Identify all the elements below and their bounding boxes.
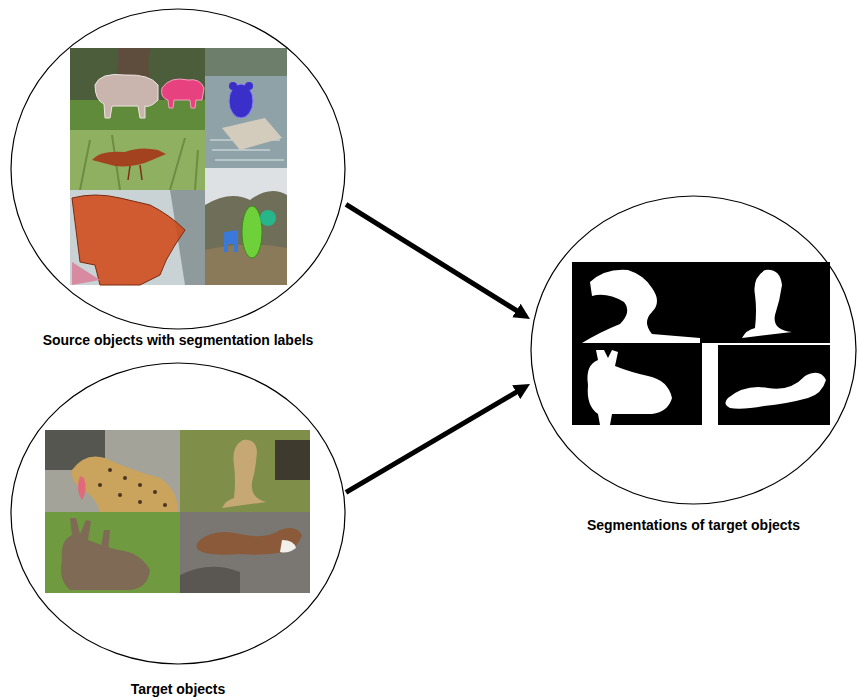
photo-ground [70,48,205,130]
grass [180,430,310,512]
source-photo [205,48,287,168]
mask-ground [702,262,830,343]
weasel-chest [280,540,296,553]
ellipse-border [11,363,345,664]
grass [45,512,180,593]
mask-shape [582,270,700,343]
bear-ear [245,82,253,90]
segmentation-mask [718,345,830,425]
leopard [72,457,178,513]
animal-mask [72,195,185,285]
water [205,48,287,168]
ellipse-node: Segmentations of target objects [530,195,857,534]
bear-ear [229,82,237,90]
source-photo [205,168,287,285]
rock [180,567,240,593]
shore [205,48,287,76]
target-photo [45,430,180,512]
person-mask [242,206,262,258]
waterfall [70,190,205,285]
mask-ground [718,345,830,425]
burrow [275,440,310,480]
rocks [180,512,310,593]
segmentation-mask [572,343,702,425]
ellipse-node: Target objects [10,362,346,698]
node-label: Source objects with segmentation labels [39,332,318,349]
tongue [78,476,86,500]
source-photo [70,48,205,130]
leopard-spots [98,468,167,507]
weasel [196,528,302,555]
arrow-connector [346,389,521,492]
sheep-mask [162,79,204,108]
target-photo [180,430,310,512]
squirrel [222,440,266,508]
object-mask [260,210,276,226]
chair-mask [224,230,238,252]
ellipse-node: Source objects with segmentation labels [10,8,346,349]
mask-shape [742,270,792,338]
ellipse-outline [530,195,857,505]
segmentation-mask [702,262,830,343]
ellipse-border [11,9,345,329]
photo-ground [45,430,180,512]
node-label: Target objects [127,681,230,698]
bird-legs [128,165,142,180]
target-photo [180,512,310,593]
grass-blades [80,135,198,190]
arrow-connector [346,204,522,313]
source-photo [70,130,205,190]
ellipse-border [531,196,856,504]
log [222,118,282,150]
target-photo [45,512,180,593]
segmentation-mask [572,262,702,343]
rabbit-ear [100,530,110,552]
sky [205,168,287,285]
rabbits [61,518,150,590]
ellipse-outline [10,8,346,330]
bison-mask [95,74,158,118]
region-mask [72,262,100,285]
hill [205,191,287,285]
grass [70,130,205,190]
node-label: Segmentations of target objects [583,517,804,534]
mask-ground [572,262,702,343]
source-photo [70,190,205,285]
bird-mask [92,148,166,166]
mask-shape [725,373,826,409]
ellipse-outline [10,362,346,665]
mask-ground [572,343,702,425]
mask-shape [587,350,672,425]
